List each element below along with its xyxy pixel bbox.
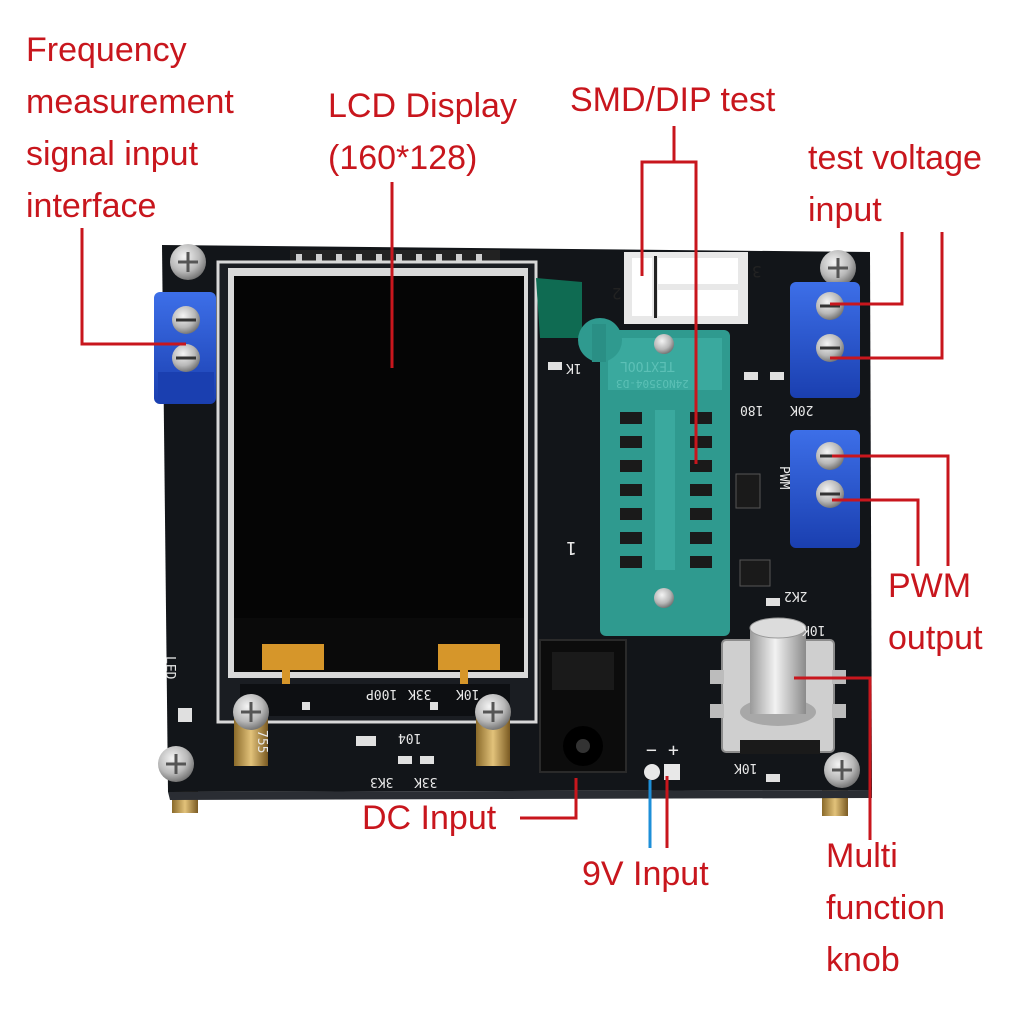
label-lcd-line-1: LCD Display — [328, 87, 517, 125]
lcd-screen — [234, 276, 524, 618]
label-test-voltage-line-2: input — [808, 191, 882, 229]
silk-10k-bottom: 10K — [734, 760, 758, 775]
leader-test-voltage-1 — [830, 232, 904, 306]
silk-10k-left: 10K — [456, 686, 480, 701]
screw-top-left — [170, 244, 206, 280]
frequency-terminal-block — [154, 292, 216, 404]
label-lcd-display: LCD Display (160*128) — [328, 80, 517, 184]
pwm-terminal-block — [790, 430, 860, 548]
label-frequency-line-3: signal input — [26, 135, 199, 173]
silk-pwm: PWM — [776, 466, 791, 490]
screw-bottom-left — [158, 746, 194, 782]
silk-3k3: 3K3 — [370, 774, 394, 789]
label-frequency-line-1: Frequency — [26, 31, 187, 69]
label-nine-v-input: 9V Input — [582, 848, 709, 900]
nine-v-pad-minus — [644, 764, 660, 780]
leader-frequency — [80, 228, 186, 346]
silk-10k-top: 10K — [802, 622, 826, 637]
silk-1k: 1K — [566, 360, 582, 375]
label-smd-dip-line-1: SMD/DIP test — [570, 81, 776, 119]
silk-180: 180 — [740, 402, 764, 417]
silk-socket-brand: TEXTOOL — [620, 358, 675, 373]
leader-pwm-2 — [832, 498, 920, 566]
silk-led: LED — [162, 656, 177, 680]
label-knob-line-1: Multi — [826, 837, 898, 875]
label-frequency-line-4: interface — [26, 187, 157, 225]
silk-pin-2: 2 — [612, 284, 622, 303]
leader-test-voltage-2 — [830, 232, 944, 360]
silk-755: 755 — [254, 730, 269, 754]
label-test-voltage-line-1: test voltage — [808, 139, 982, 177]
lcd-standoff-left — [233, 694, 269, 766]
label-frequency-line-2: measurement — [26, 83, 234, 121]
lcd-green-tab — [536, 278, 582, 338]
label-smd-dip-test: SMD/DIP test — [570, 74, 775, 126]
silk-20k: 20K — [790, 402, 814, 417]
lcd-flex-left — [262, 644, 324, 670]
leader-dc — [520, 778, 578, 820]
label-frequency-input: Frequency measurement signal input inter… — [26, 24, 234, 232]
silk-socket-part: 24NO3504-D3 — [616, 377, 689, 390]
label-knob-line-3: knob — [826, 941, 900, 979]
lcd-module — [216, 260, 538, 724]
label-multi-function-knob: Multi function knob — [826, 830, 945, 986]
screw-top-right — [820, 250, 856, 286]
label-test-voltage: test voltage input — [808, 132, 982, 236]
silk-104: 104 — [398, 730, 422, 745]
lcd-standoff-right — [475, 694, 511, 766]
silk-minus: − — [646, 740, 657, 761]
label-knob-line-2: function — [826, 889, 946, 927]
leader-lines — [80, 126, 950, 848]
lcd-flex-right — [438, 644, 500, 670]
leader-knob — [794, 676, 872, 840]
label-dc-input: DC Input — [362, 792, 496, 844]
smd-test-pads — [624, 252, 748, 324]
label-nine-v-line-1: 9V Input — [582, 855, 709, 893]
test-voltage-terminal-block — [790, 282, 860, 398]
dc-jack — [539, 639, 627, 773]
silk-pin-1: 1 — [566, 537, 577, 558]
leader-pwm-1 — [832, 454, 950, 566]
smd-components — [178, 362, 784, 782]
label-pwm-line-1: PWM — [888, 567, 972, 605]
silk-pin-3: 3 — [752, 262, 762, 281]
pcb-edge — [168, 790, 872, 800]
leader-smd-bracket — [640, 126, 698, 464]
label-pwm-line-2: output — [888, 619, 983, 657]
silk-33k: 33K — [414, 774, 438, 789]
silk-2k2: 2K2 — [784, 588, 808, 603]
label-lcd-line-2: (160*128) — [328, 139, 478, 177]
screw-bottom-right — [824, 752, 860, 788]
silk-33k-left: 33K — [408, 686, 432, 701]
label-dc-line-1: DC Input — [362, 799, 497, 837]
silk-100p: 100P — [366, 686, 398, 701]
silk-plus: + — [668, 740, 679, 761]
label-pwm-output: PWM output — [888, 560, 983, 664]
rotary-encoder-knob — [710, 617, 846, 754]
